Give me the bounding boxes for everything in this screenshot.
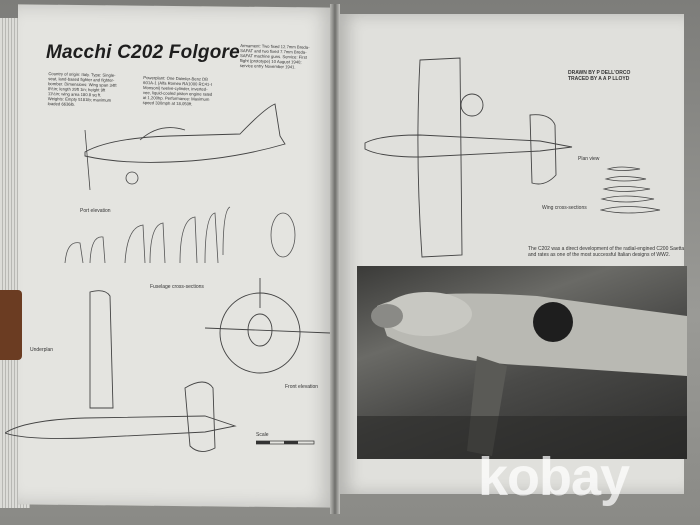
wing-sections-label: Wing cross-sections bbox=[542, 205, 587, 211]
watermark: kobay bbox=[478, 447, 630, 507]
scale-label: Scale bbox=[256, 432, 269, 438]
wing-sections-drawing bbox=[600, 166, 661, 214]
spec-column-3: Armament: Two fixed 12.7mm Breda-SAFAT a… bbox=[239, 43, 310, 70]
plan-view-label: Plan view bbox=[578, 156, 600, 162]
front-elevation-drawing bbox=[205, 278, 330, 374]
port-elevation-label: Port elevation bbox=[80, 208, 111, 214]
fuselage-sections-label: Fuselage cross-sections bbox=[150, 284, 204, 290]
plan-view-drawing bbox=[364, 57, 573, 258]
aircraft-photo bbox=[357, 266, 687, 459]
underplan-drawing bbox=[5, 290, 237, 452]
port-elevation-drawing bbox=[84, 103, 286, 191]
photo-caption: The C202 was a direct development of the… bbox=[528, 246, 685, 258]
drawing-credit: DRAWN BY P DELL'ORCO TRACED BY A A P LLO… bbox=[568, 70, 630, 82]
drawn-by: DRAWN BY P DELL'ORCO bbox=[568, 70, 631, 76]
underplan-label: Underplan bbox=[30, 347, 54, 353]
book-gutter bbox=[330, 4, 340, 514]
wooden-object bbox=[0, 290, 22, 360]
front-elevation-label: Front elevation bbox=[285, 384, 319, 390]
scale-bar bbox=[256, 440, 315, 445]
fuselage-sections-drawing bbox=[64, 206, 296, 264]
page-title: Macchi C202 Folgore bbox=[46, 42, 240, 63]
aircraft-illustration bbox=[357, 292, 687, 459]
traced-by: TRACED BY A A P LLOYD bbox=[568, 76, 630, 82]
